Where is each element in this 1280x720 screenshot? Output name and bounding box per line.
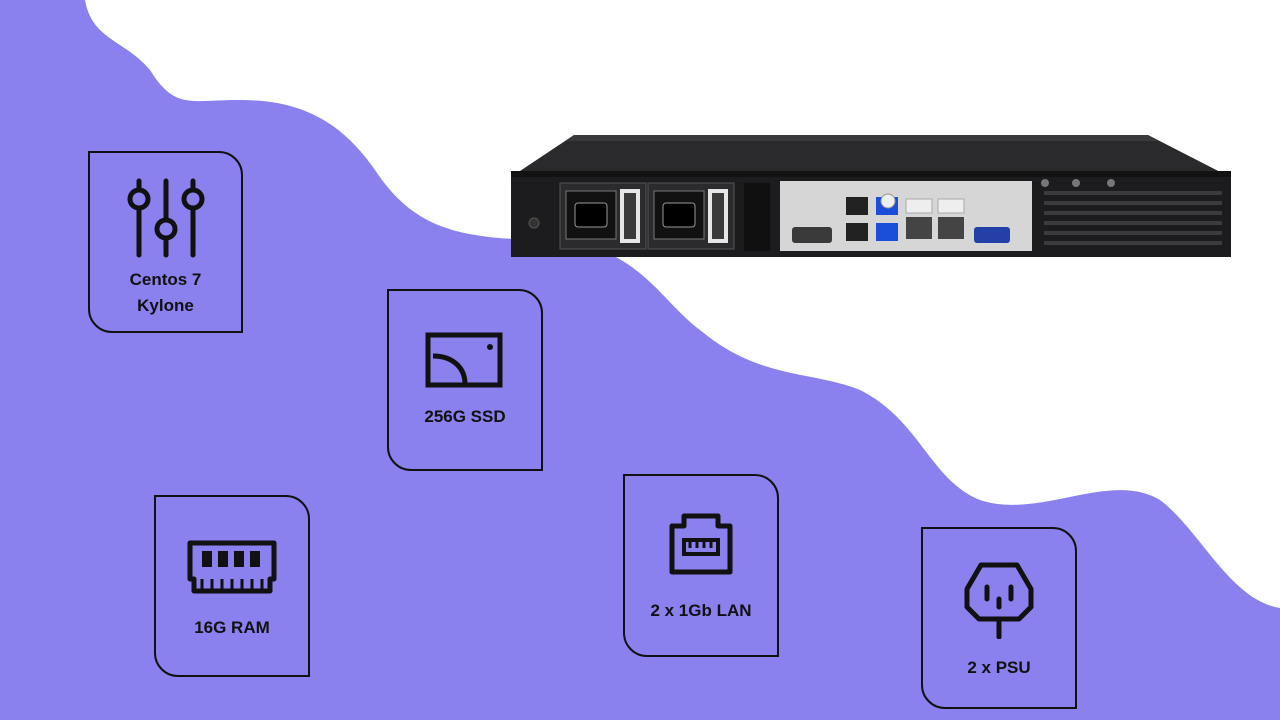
- feature-card-os: Centos 7 Kylone: [88, 151, 243, 333]
- server-rear-panel-image: [511, 135, 1231, 257]
- feature-label-os: Centos 7 Kylone: [129, 270, 202, 315]
- ethernet-port-icon: [669, 513, 733, 575]
- ssd-icon: [425, 332, 503, 388]
- feature-label-ram: 16G RAM: [194, 618, 270, 637]
- power-plug-icon: [964, 562, 1034, 639]
- feature-card-ram: 16G RAM: [154, 495, 310, 677]
- feature-label-ssd: 256G SSD: [424, 407, 506, 426]
- feature-card-ssd: 256G SSD: [387, 289, 543, 471]
- ram-icon: [187, 540, 277, 594]
- feature-card-lan: 2 x 1Gb LAN: [623, 474, 779, 657]
- sliders-icon: [127, 178, 204, 258]
- feature-label-lan: 2 x 1Gb LAN: [650, 601, 752, 620]
- feature-card-psu: 2 x PSU: [921, 527, 1077, 709]
- feature-label-psu: 2 x PSU: [967, 658, 1031, 677]
